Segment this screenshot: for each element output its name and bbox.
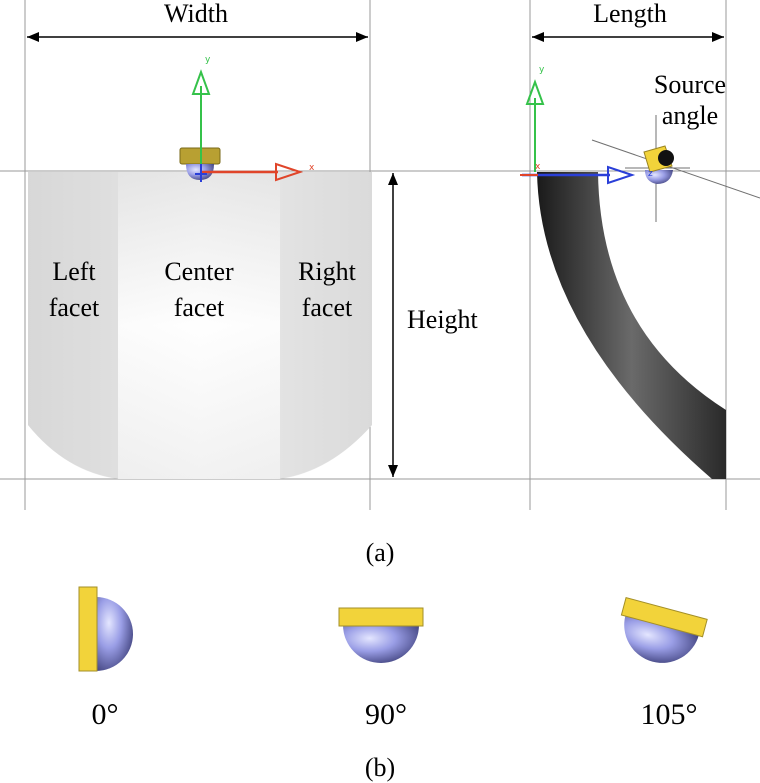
lightguide-front-view — [28, 172, 372, 479]
side-y-axis-arrow-icon — [525, 79, 545, 105]
right-facet-label-line2: facet — [302, 293, 353, 322]
caption-b: (b) — [365, 753, 395, 782]
z-axis-arrow-icon — [607, 165, 636, 185]
left-facet-label-line1: Left — [52, 257, 96, 286]
left-facet — [28, 172, 118, 479]
center-facet-label-line1: Center — [164, 257, 234, 286]
lightguide-side-view — [537, 172, 726, 479]
side-z-axis-label: z — [648, 169, 653, 179]
source-0-degrees — [78, 586, 133, 672]
angle-label-0: 0° — [92, 698, 119, 731]
side-view-axes: y x — [520, 65, 636, 185]
right-facet-label-line1: Right — [298, 257, 357, 286]
center-facet-label-line2: facet — [174, 293, 225, 322]
y-axis-label: y — [205, 55, 211, 65]
length-dimension: Length — [532, 0, 724, 42]
y-axis-arrow-icon — [191, 69, 211, 95]
x-axis-arrow-icon — [275, 162, 304, 182]
width-dimension: Width — [27, 0, 368, 42]
angle-label-90: 90° — [365, 698, 407, 731]
source-angle-label-line2: angle — [662, 101, 718, 130]
width-label: Width — [164, 0, 228, 28]
center-facet — [118, 172, 280, 479]
side-view-source: z — [591, 115, 760, 222]
right-facet — [280, 172, 372, 479]
panel-a: Left facet Center facet Right facet Widt… — [0, 0, 760, 567]
panel-b: 0° 90° 105° (b) — [78, 586, 708, 782]
caption-a: (a) — [366, 538, 395, 567]
source-105-degrees — [620, 596, 708, 663]
x-axis-label: x — [309, 163, 315, 173]
front-view-axes: y x — [191, 55, 315, 182]
height-label: Height — [407, 305, 479, 334]
height-dimension: Height — [388, 173, 479, 477]
length-label: Length — [593, 0, 667, 28]
source-angle-label-line1: Source — [654, 70, 726, 99]
source-90-degrees — [338, 607, 424, 663]
angle-label-105: 105° — [641, 698, 698, 731]
side-x-axis-label: x — [535, 162, 541, 172]
side-y-axis-label: y — [539, 65, 545, 75]
left-facet-label-line2: facet — [49, 293, 100, 322]
